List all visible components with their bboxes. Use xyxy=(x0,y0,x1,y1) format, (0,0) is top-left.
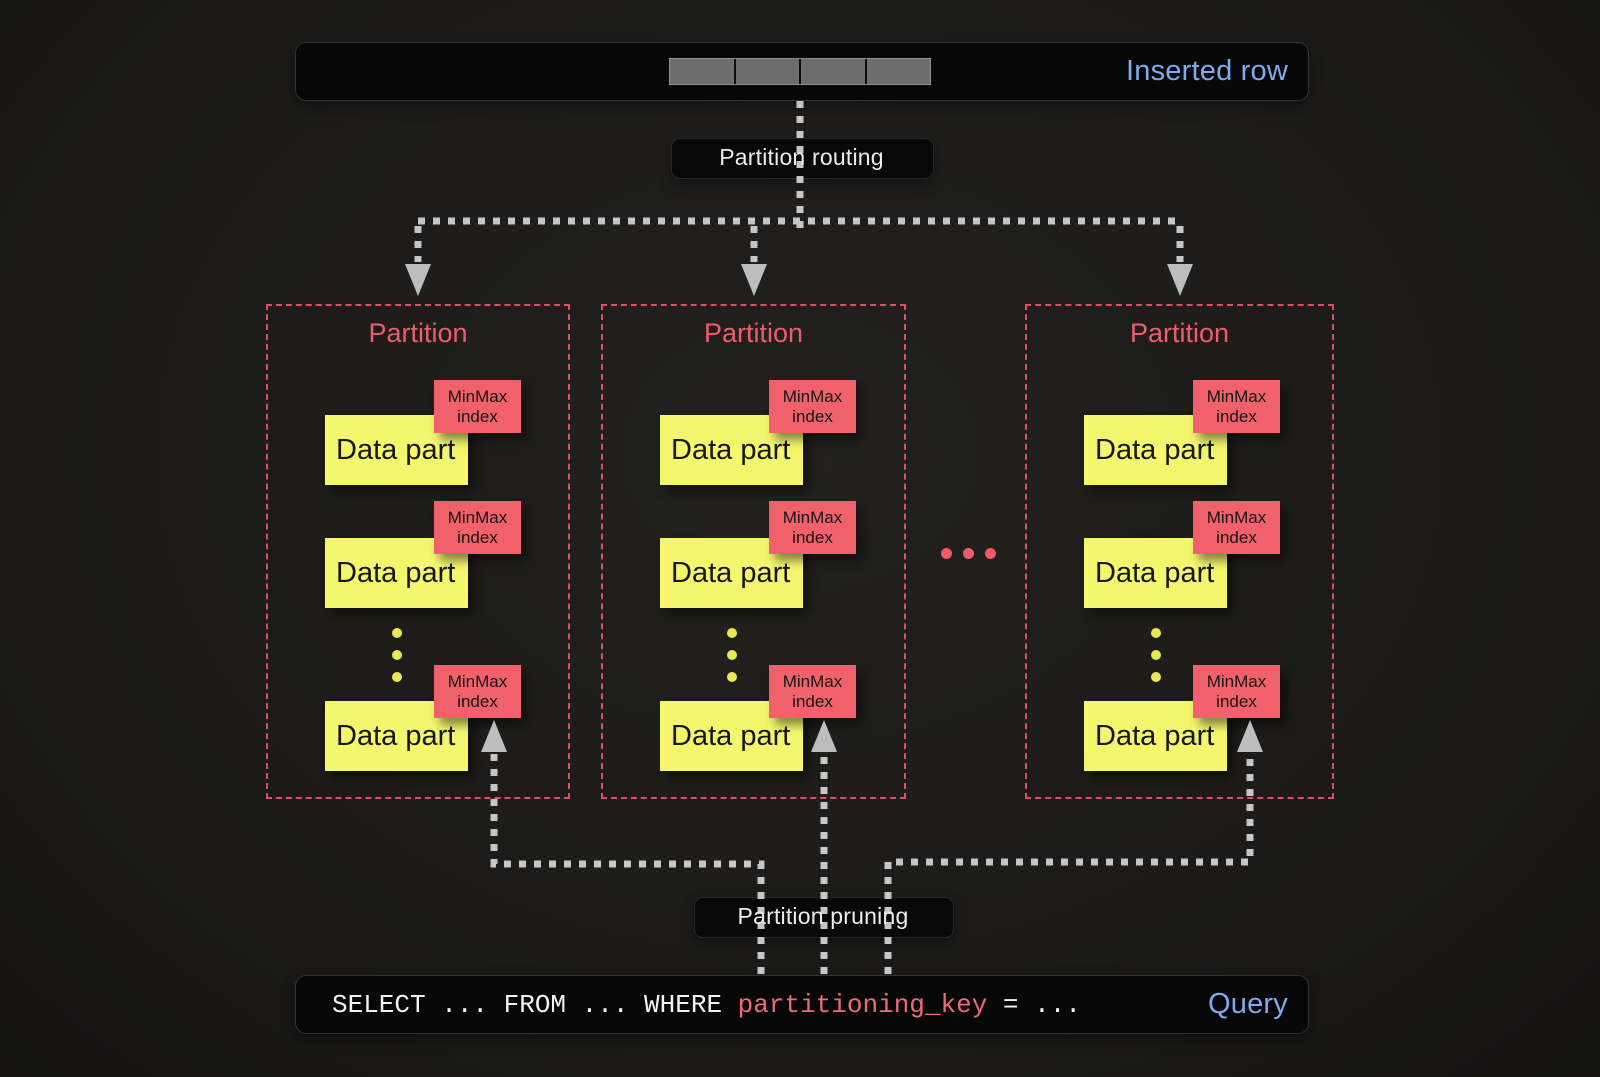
sql-query-prefix: SELECT ... FROM ... WHERE xyxy=(332,989,738,1020)
partition-pruning-label-bg xyxy=(694,897,954,938)
partition-box-1: Partition Data part MinMax index Data pa… xyxy=(266,304,570,799)
arrow-down-icon xyxy=(405,264,431,296)
data-part: Data part xyxy=(1084,538,1227,608)
minmax-index-tag: MinMax index xyxy=(769,501,856,554)
data-part-label: Data part xyxy=(1095,433,1215,466)
sql-query-suffix: = ... xyxy=(987,989,1081,1020)
minmax-index-tag: MinMax index xyxy=(434,665,521,718)
data-part-label: Data part xyxy=(1095,719,1215,752)
partition-title: Partition xyxy=(1129,318,1230,348)
row-cell xyxy=(735,59,799,84)
query-bar: SELECT ... FROM ... WHERE partitioning_k… xyxy=(295,975,1309,1034)
query-label: Query xyxy=(1208,988,1288,1020)
data-part-label: Data part xyxy=(336,719,456,752)
sql-query-text: SELECT ... FROM ... WHERE partitioning_k… xyxy=(332,976,1081,1033)
row-cell xyxy=(866,59,930,84)
inserted-row-bar: Inserted row xyxy=(295,42,1309,101)
partitioning-key-token: partitioning_key xyxy=(737,989,988,1020)
more-partitions-ellipsis xyxy=(941,548,996,559)
arrow-down-icon xyxy=(741,264,767,296)
data-part-label: Data part xyxy=(671,719,791,752)
minmax-index-tag: MinMax index xyxy=(769,380,856,433)
more-data-parts-dots xyxy=(727,628,737,694)
inserted-row-label: Inserted row xyxy=(1126,55,1288,87)
inserted-row-cells xyxy=(669,58,931,85)
data-part-label: Data part xyxy=(336,433,456,466)
row-cell xyxy=(670,59,734,84)
partition-routing-label-bg xyxy=(671,138,934,179)
minmax-index-tag: MinMax index xyxy=(434,501,521,554)
more-data-parts-dots xyxy=(1151,628,1161,694)
data-part-label: Data part xyxy=(336,556,456,589)
minmax-index-tag: MinMax index xyxy=(1193,501,1280,554)
row-cell xyxy=(801,59,865,84)
minmax-index-tag: MinMax index xyxy=(769,665,856,718)
routing-connectors xyxy=(405,101,1193,296)
data-part-label: Data part xyxy=(671,433,791,466)
data-part-label: Data part xyxy=(1095,556,1215,589)
minmax-index-tag: MinMax index xyxy=(1193,665,1280,718)
minmax-index-tag: MinMax index xyxy=(434,380,521,433)
partition-box-2: Partition Data part MinMax index Data pa… xyxy=(601,304,906,799)
partition-title: Partition xyxy=(703,318,804,348)
data-part: Data part xyxy=(325,538,468,608)
more-data-parts-dots xyxy=(392,628,402,694)
partition-title: Partition xyxy=(368,318,468,348)
partition-box-3: Partition Data part MinMax index Data pa… xyxy=(1025,304,1334,799)
minmax-index-tag: MinMax index xyxy=(1193,380,1280,433)
arrow-down-icon xyxy=(1167,264,1193,296)
data-part-label: Data part xyxy=(671,556,791,589)
data-part: Data part xyxy=(325,701,468,771)
